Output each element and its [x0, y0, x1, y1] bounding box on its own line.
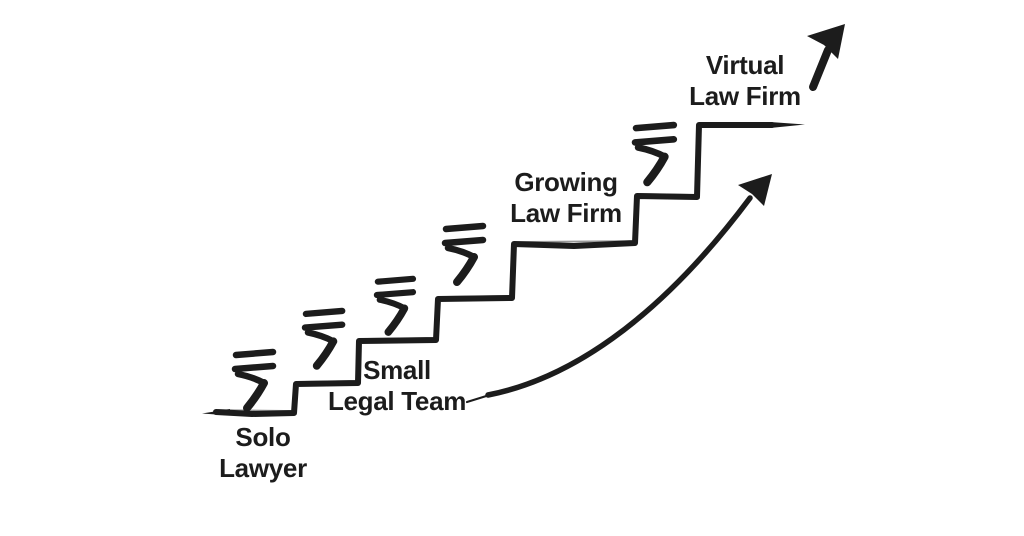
- top-step-pen-tip: [770, 122, 805, 128]
- stage-label-line1: Growing: [514, 167, 618, 197]
- stage-label-growing-law-firm: Growing Law Firm: [510, 167, 622, 229]
- rupee-icon: [631, 121, 678, 187]
- rupee-icon: [441, 222, 487, 286]
- rupee-icon: [373, 275, 417, 336]
- stage-label-solo-lawyer: Solo Lawyer: [219, 422, 307, 484]
- stage-label-line1: Small: [363, 355, 431, 385]
- stage-label-line1: Virtual: [705, 50, 785, 80]
- staircase-steps: [202, 122, 805, 417]
- stage-label-small-legal-team: Small Legal Team: [328, 355, 466, 417]
- stage-label-line2: Law Firm: [510, 198, 622, 228]
- stage-label-virtual-law-firm: Virtual Law Firm: [689, 50, 801, 112]
- stage-label-line2: Law Firm: [689, 81, 801, 111]
- stage-label-line2: Legal Team: [327, 386, 467, 416]
- stage-label-line1: Solo: [235, 422, 291, 452]
- stage-label-line2: Lawyer: [219, 453, 307, 483]
- growth-curve-arrow-icon: [465, 174, 772, 404]
- up-right-arrow-icon: [807, 24, 845, 91]
- bottom-step-pen-tip: [202, 409, 230, 416]
- rupee-icon: [231, 348, 277, 412]
- rupee-icon: [301, 307, 346, 370]
